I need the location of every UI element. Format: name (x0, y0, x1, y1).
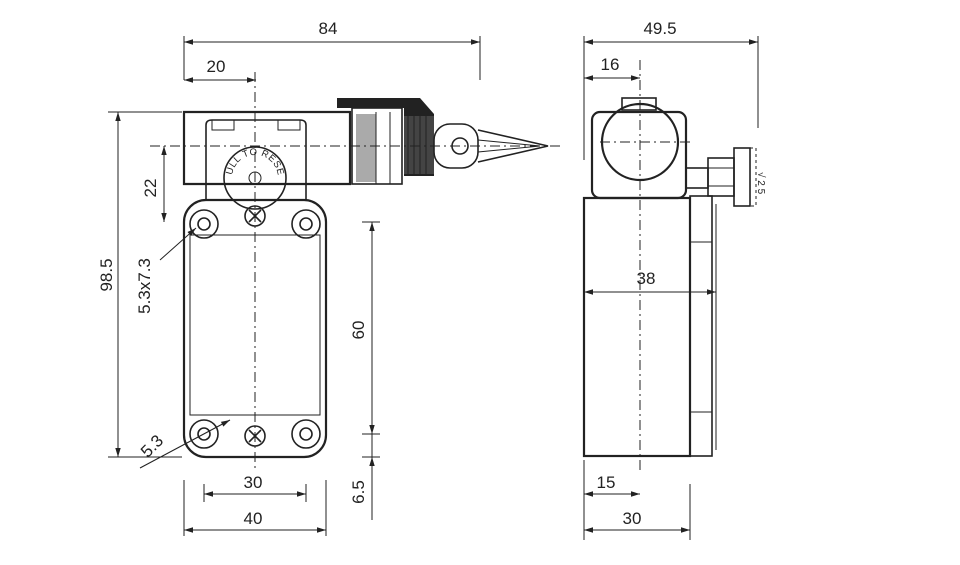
gland-band (356, 114, 376, 182)
svg-text:√ 2 5: √ 2 5 (755, 172, 767, 195)
dim-cable-offset: 20 (207, 57, 226, 76)
reset-knob-label: PULL TO RESET (0, 0, 286, 176)
dim-side-body-depth: 38 (637, 269, 656, 288)
front-head-outline (182, 110, 352, 186)
screw-top (244, 205, 266, 227)
front-dimensions: 84 20 98.5 22 5.3x7.3 5.3 60 6.5 30 (97, 19, 481, 536)
side-gland (685, 167, 709, 189)
side-cover (689, 195, 713, 457)
dim-side-bottom-offset: 15 (597, 473, 616, 492)
front-view: PULL TO RESET (0, 0, 560, 470)
side-head (590, 110, 688, 200)
mount-hole-bottom-right (291, 419, 321, 449)
side-dimensions: 49.5 16 38 15 30 (583, 19, 759, 540)
mount-hole-top-left (189, 209, 219, 239)
dim-overall-width: 84 (319, 19, 338, 38)
side-view: √ 2 5 (582, 60, 767, 470)
front-head-notch-right (277, 119, 301, 131)
dim-side-base-width: 30 (623, 509, 642, 528)
mount-hole-bottom-left (189, 419, 219, 449)
screw-bottom (244, 425, 266, 447)
front-head-bracket (205, 119, 307, 200)
dim-side-offset: 16 (601, 55, 620, 74)
mount-hole-top-right (291, 209, 321, 239)
dim-slot-size: 5.3x7.3 (135, 258, 154, 314)
dim-body-width: 40 (244, 509, 263, 528)
rope-tip (477, 129, 549, 163)
side-body (582, 196, 692, 458)
front-head-notch-left (211, 119, 235, 131)
dim-hole-spacing-h: 30 (244, 473, 263, 492)
dim-side-overall-width: 49.5 (643, 19, 676, 38)
dim-total-height: 98.5 (97, 258, 116, 291)
dim-height-cap: 22 (141, 179, 160, 198)
dim-hole-spacing-v: 60 (349, 321, 368, 340)
dim-bottom-offset: 6.5 (349, 480, 368, 504)
gland-thread (404, 116, 434, 174)
